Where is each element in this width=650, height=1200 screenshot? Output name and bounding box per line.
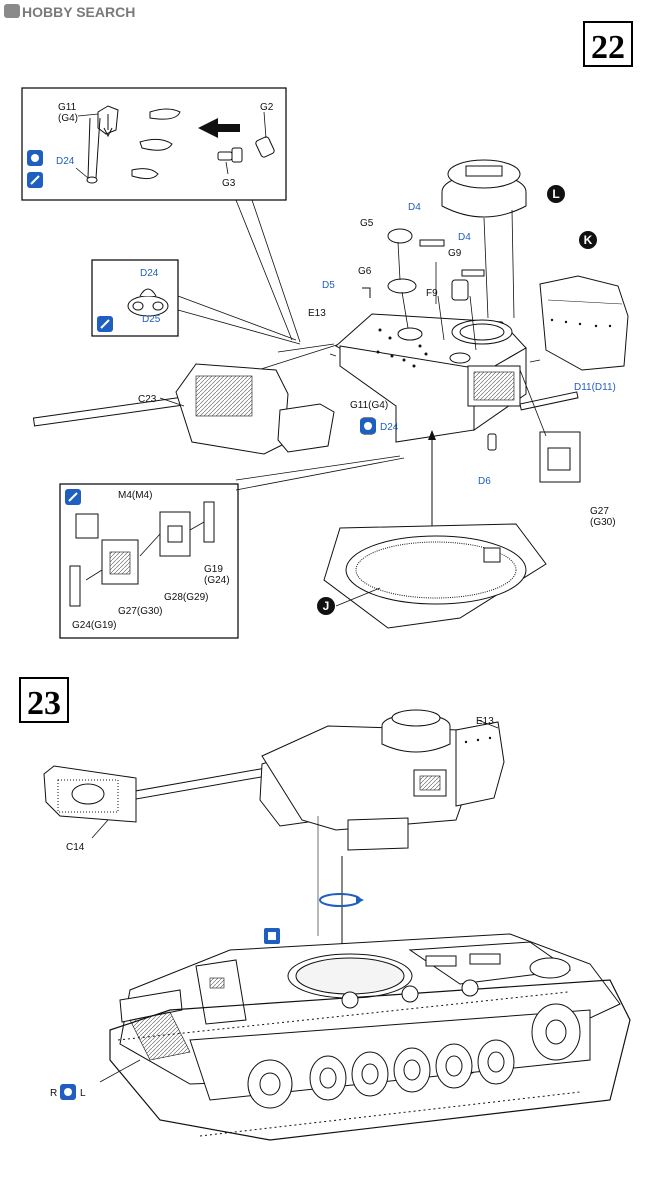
label-m4: M4(M4) — [118, 490, 152, 501]
label-d25: D25 — [142, 314, 161, 325]
glue-icon-rl — [60, 1084, 76, 1100]
label-d24-low: D24 — [380, 422, 399, 433]
label-g11-g4: G11(G4) — [58, 102, 78, 124]
label-r: R — [50, 1088, 57, 1099]
watermark-logo-icon — [4, 4, 20, 18]
label-e13-b: E13 — [476, 716, 494, 727]
hull-assembly — [99, 933, 631, 1141]
label-d11: D11(D11) — [574, 382, 616, 393]
label-d4-a: D4 — [408, 202, 421, 213]
caution-icon — [264, 928, 280, 944]
label-g11-g4-b: G11(G4) — [350, 400, 388, 411]
label-c14: C14 — [66, 842, 85, 853]
detail-box-pistol-port: G11(G4) G2 G3 D24 — [21, 87, 287, 201]
label-c23: C23 — [138, 394, 157, 405]
label-g27-g30-b: G27(G30) — [118, 606, 162, 617]
label-d24-top: D24 — [56, 156, 75, 167]
label-g6: G6 — [358, 266, 372, 277]
svg-text:K: K — [584, 233, 593, 247]
label-g9: G9 — [448, 248, 462, 259]
mantlet-armor-c14 — [43, 765, 137, 839]
svg-text:L: L — [552, 187, 559, 201]
turret-assembly-22 — [32, 159, 629, 602]
label-d5: D5 — [322, 280, 335, 291]
detail-box-d24-d25: D24 D25 — [91, 259, 179, 337]
label-e13-top: E13 — [308, 308, 326, 319]
watermark-text: HOBBY SEARCH — [22, 4, 135, 20]
svg-text:22: 22 — [591, 29, 625, 66]
label-g28-g29: G28(G29) — [164, 592, 208, 603]
label-f9: F9 — [426, 288, 438, 299]
step-22-number: 22 — [583, 21, 633, 67]
direction-arrow-icon — [198, 118, 240, 138]
svg-text:23: 23 — [27, 685, 61, 722]
label-g27-g30: G27(G30) — [590, 506, 616, 528]
label-g2: G2 — [260, 102, 274, 113]
turret-assembly-23 — [128, 709, 505, 851]
label-g5: G5 — [360, 218, 374, 229]
label-g19-g24: G19(G24) — [204, 564, 230, 586]
glue-icon-d24 — [360, 418, 376, 434]
turret-ring-j — [323, 523, 547, 629]
callout-l: L — [547, 185, 565, 203]
label-l: L — [80, 1088, 86, 1099]
callout-j: J — [317, 597, 335, 615]
label-g24-g19: G24(G19) — [72, 620, 116, 631]
svg-text:J: J — [323, 599, 330, 613]
watermark: HOBBY SEARCH — [4, 4, 135, 20]
callout-k: K — [579, 231, 597, 249]
step-23-number: 23 — [19, 677, 69, 723]
label-d6: D6 — [478, 476, 491, 487]
label-d4-b: D4 — [458, 232, 471, 243]
detail-box-vision-port: M4(M4) G19(G24) G28(G29) G27(G30) G24(G1… — [59, 483, 239, 639]
callout-lines — [177, 199, 405, 491]
label-g3: G3 — [222, 178, 236, 189]
label-d24-mid: D24 — [140, 268, 159, 279]
